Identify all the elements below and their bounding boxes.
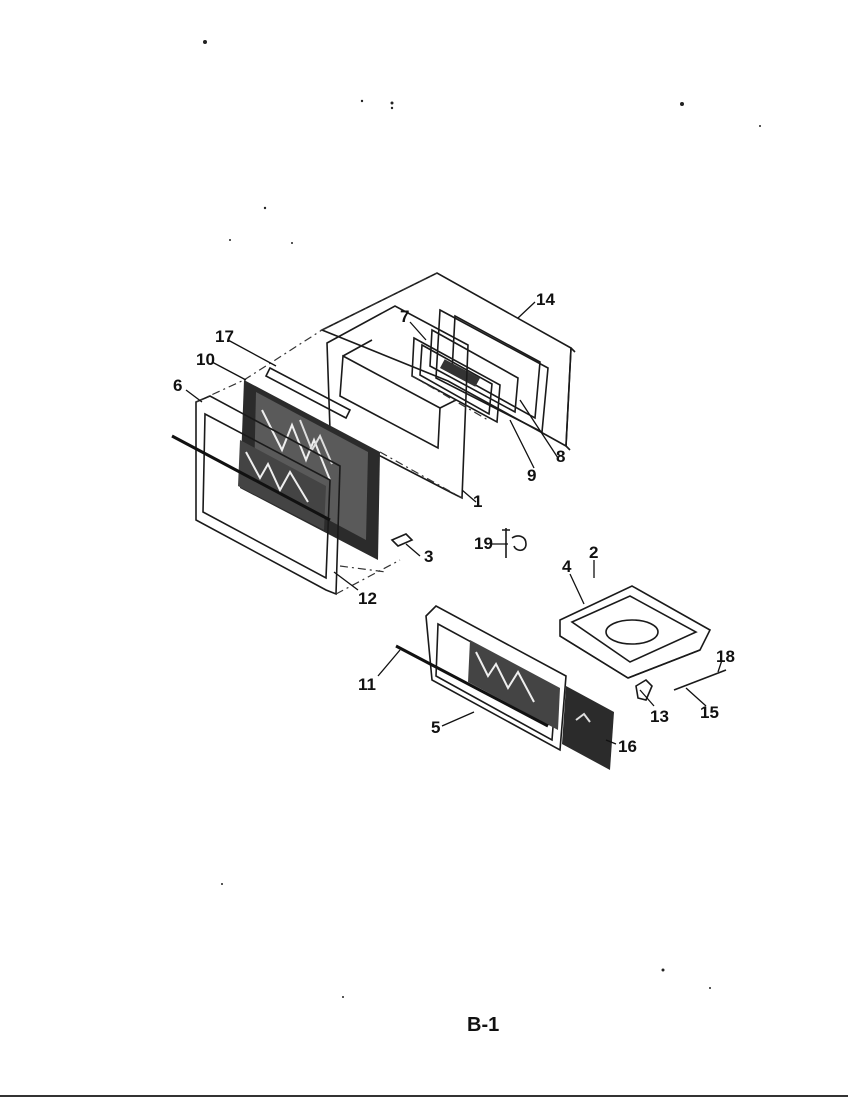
part-6-outer-door <box>171 395 341 596</box>
callout-11: 11 <box>358 675 376 694</box>
callout-19: 19 <box>474 534 493 553</box>
assembly-guide-lines <box>195 272 489 595</box>
part-11-rod <box>395 644 549 728</box>
callout-1: 1 <box>473 492 482 511</box>
scan-specks <box>203 40 761 998</box>
callout-10: 10 <box>196 350 215 369</box>
part-16-drawer-panel <box>562 686 614 770</box>
callout-14: 14 <box>536 290 555 309</box>
callout-9: 9 <box>527 466 536 485</box>
callouts: 14 7 17 10 6 1 9 8 3 12 19 4 2 11 5 16 1… <box>173 290 735 756</box>
callout-4: 4 <box>562 557 572 576</box>
leader-lines <box>185 301 723 745</box>
callout-18: 18 <box>716 647 735 666</box>
callout-16: 16 <box>618 737 637 756</box>
page-label: B-1 <box>467 1014 499 1036</box>
part-19-spring <box>502 528 527 558</box>
part-3-hinge <box>390 533 414 547</box>
part-5-drawer-front <box>425 605 567 752</box>
callout-2: 2 <box>589 543 598 562</box>
callout-5: 5 <box>431 718 440 737</box>
callout-7: 7 <box>400 307 409 326</box>
callout-12: 12 <box>358 589 377 608</box>
part-17-baffle <box>264 366 352 420</box>
callout-8: 8 <box>556 447 565 466</box>
callout-13: 13 <box>650 707 669 726</box>
part-13-15-18-hardware <box>635 669 727 701</box>
callout-17: 17 <box>215 327 234 346</box>
callout-3: 3 <box>424 547 433 566</box>
part-4-drawer-tray <box>559 585 712 679</box>
part-7-8-9-window-assembly <box>411 328 519 424</box>
callout-6: 6 <box>173 376 182 395</box>
callout-15: 15 <box>700 703 719 722</box>
